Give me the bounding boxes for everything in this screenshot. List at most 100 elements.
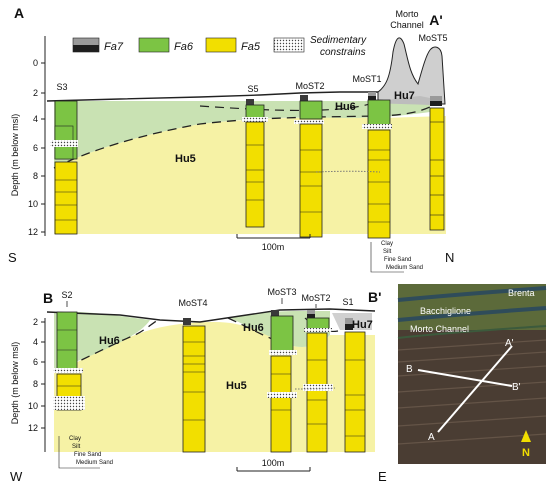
map-trace-bb [417,369,513,387]
grain-medium-sand-a: Medium Sand [386,265,423,271]
side-label-e: E [378,469,387,484]
sedimentary-bed-a [315,170,381,173]
topo-surface-b [46,308,376,323]
core-column-s5 [242,99,268,228]
map-point-a-prime: A' [505,338,514,349]
grain-clay-a: Clay [381,241,393,247]
core-label-s2: S2 [61,290,72,300]
map-label-brenta: Brenta [508,288,535,298]
panel-a: 0 2 4 6 8 10 12 Depth (m below msl) [8,5,454,273]
unit-label-hu6-east-b: Hu6 [243,322,264,334]
scale-label-a: 100m [262,242,285,252]
side-label-s: S [8,250,17,265]
unit-label-hu5-a: Hu5 [175,153,196,165]
sedimentary-bed-b [294,387,336,390]
core-column-s1 [344,318,366,453]
panel-letter-a-prime: A' [429,12,442,28]
legend-swatch-fa5 [205,37,237,53]
map-river-brenta [397,286,547,302]
map-north-label: N [522,447,530,459]
depth-axis-a [41,36,46,236]
unit-hu6-area-a [54,101,430,168]
depth-tick: 2 [33,317,38,327]
panel-letter-b-prime: B' [368,289,381,305]
legend-label-sedimentary-2: constrains [320,47,366,58]
map-point-a: A [428,432,435,443]
core-label-most4: MoST4 [178,298,207,308]
map-label-morto-channel: Morto Channel [410,324,469,334]
grain-medium-sand-b: Medium Sand [76,460,113,466]
map-morto-channel [397,325,547,339]
side-label-n: N [445,250,454,265]
legend-swatch-sedimentary [273,37,305,53]
grain-fine-sand-b: Fine Sand [74,452,101,458]
depth-tick: 4 [33,114,38,124]
grain-clay-b: Clay [69,436,81,442]
legend-swatch-fa7 [72,37,100,53]
depth-tick: 0 [33,58,38,68]
unit-label-hu6-a: Hu6 [335,101,356,113]
core-column-most3 [267,310,297,453]
unit-label-hu7-a: Hu7 [394,90,415,102]
legend-label-fa7: Fa7 [104,41,124,53]
core-label-most2-b: MoST2 [301,293,330,303]
grain-silt-b: Silt [72,444,81,450]
map-field-stripes [397,339,547,445]
depth-tick: 10 [28,401,38,411]
location-map: Brenta Bacchiglione Morto Channel A A' B… [397,284,547,464]
map-river-bacchiglione [397,306,547,322]
depth-tick: 8 [33,171,38,181]
legend-label-sedimentary-1: Sedimentary [310,35,367,46]
map-point-b-prime: B' [512,382,521,393]
scale-bar-a [236,234,311,239]
core-label-most3: MoST3 [267,287,296,297]
depth-tick: 2 [33,88,38,98]
core-column-most1 [362,92,392,239]
map-trace-aa [437,345,513,433]
depth-tick: 8 [33,379,38,389]
depth-tick: 12 [28,423,38,433]
depth-tick: 6 [33,357,38,367]
depth-axis-b [41,318,46,452]
scale-label-b: 100m [262,458,285,468]
core-column-s2 [53,311,85,411]
depth-axis-label-b: Depth (m below msl) [10,342,20,425]
channel-label-line2: Channel [390,20,424,30]
core-label-s1: S1 [342,297,353,307]
unit-label-hu7-b: Hu7 [352,319,373,331]
topo-surface-a [46,91,378,102]
depth-tick: 6 [33,143,38,153]
unit-hu6-west-area-b [54,312,150,372]
map-label-bacchiglione: Bacchiglione [420,306,471,316]
grain-scale-a [370,242,404,273]
legend-label-fa6: Fa6 [174,41,194,53]
core-label-s3: S3 [56,82,67,92]
core-label-most2: MoST2 [295,81,324,91]
core-column-most5 [429,96,445,231]
depth-tick: 10 [28,199,38,209]
side-label-w: W [10,469,23,484]
map-point-b: B [406,364,413,375]
grain-fine-sand-a: Fine Sand [384,257,411,263]
grain-scale-b [58,436,100,469]
core-label-most1: MoST1 [352,74,381,84]
unit-label-hu6-west-b: Hu6 [99,335,120,347]
legend-label-fa5: Fa5 [241,41,261,53]
north-arrow-icon [521,430,531,442]
core-label-s5: S5 [247,84,258,94]
core-column-s3 [50,100,78,235]
panel-letter-b: B [43,290,53,306]
unit-label-hu5-b: Hu5 [226,380,247,392]
depth-tick: 12 [28,227,38,237]
depth-axis-label-a: Depth (m below msl) [10,114,20,197]
channel-label-line1: Morto [395,9,418,19]
panel-b: 2 4 6 8 10 12 Depth (m below msl) [10,287,387,484]
core-column-most2-b [303,310,333,453]
core-column-most2-a [294,95,324,238]
core-label-most5: MoST5 [418,33,447,43]
panel-letter-a: A [14,5,24,21]
legend: Fa7 Fa6 Fa5 Sedimentary constrains [72,35,367,58]
core-column-most4 [182,318,206,453]
scale-bar-b [236,467,311,472]
